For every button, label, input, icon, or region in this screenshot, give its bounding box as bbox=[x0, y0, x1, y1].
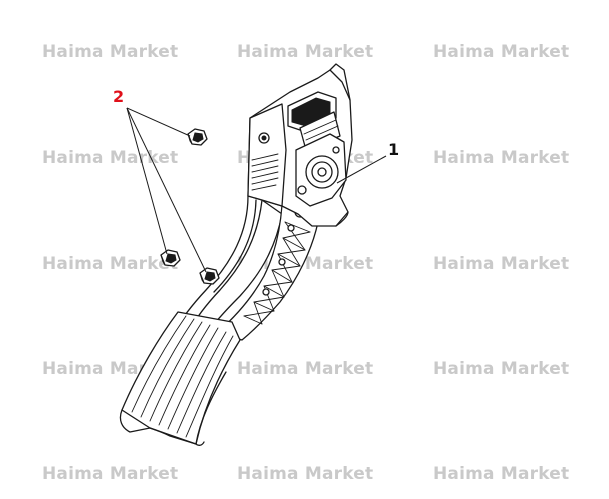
mounting-nut-middle bbox=[160, 249, 181, 267]
watermark: Haima Market bbox=[237, 359, 374, 379]
watermark: Haima Market bbox=[433, 254, 570, 274]
mounting-nut-top bbox=[187, 128, 208, 146]
watermark: Haima Market bbox=[42, 42, 179, 62]
pedal-sensor-housing bbox=[247, 63, 353, 227]
watermark: Haima Market bbox=[42, 254, 179, 274]
pedal-foot-pad bbox=[119, 311, 241, 446]
watermark: Haima Market bbox=[433, 464, 570, 484]
watermark: Haima Market bbox=[433, 359, 570, 379]
watermark: Haima Market bbox=[237, 42, 374, 62]
watermark: Haima Market bbox=[42, 148, 179, 168]
callout-1-leader bbox=[336, 155, 387, 184]
callout-label-1: 1 bbox=[388, 140, 400, 159]
watermark: Haima Market bbox=[237, 464, 374, 484]
watermark: Haima Market bbox=[433, 42, 570, 62]
callout-label-2: 2 bbox=[113, 87, 125, 106]
mounting-nut-bottom bbox=[199, 267, 220, 285]
watermark: Haima Market bbox=[42, 464, 179, 484]
callout-2-leaders bbox=[126, 107, 207, 273]
watermark: Haima Market bbox=[433, 148, 570, 168]
